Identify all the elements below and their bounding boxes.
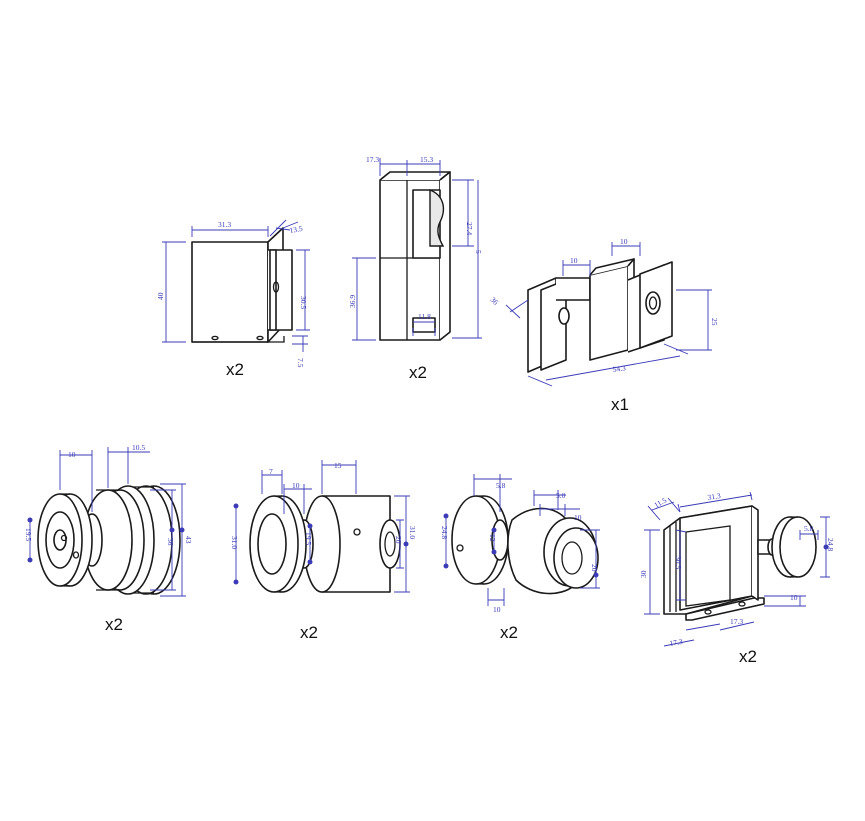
part-7-dim-width: 31.3 xyxy=(707,491,722,502)
part-7-dim-inner: 30.5 xyxy=(674,556,683,569)
part-3-dim-length: 54.3 xyxy=(612,363,626,374)
part-2-vertical-channel: 17.3 15.3 27.4 5 36.9 11.8 x2 xyxy=(348,155,483,382)
part-3-dim-right: 10 xyxy=(620,237,628,246)
part-5-quantity: x2 xyxy=(300,623,318,642)
part-6-dim-neck: 10 xyxy=(493,605,501,614)
part-3-connector-block: 10 10 54.3 25 36 x1 xyxy=(489,237,719,414)
part-1-dim-base: 7.5 xyxy=(296,358,305,368)
part-3-dim-left: 10 xyxy=(570,256,578,265)
part-2-dim-left: 17.3 xyxy=(366,155,379,164)
part-1-square-clamp: 31.3 13.5 40 30.5 7.5 x2 xyxy=(156,219,310,379)
part-3-dim-angle: 36 xyxy=(489,295,501,307)
part-6-dim-neck-dia: 12 xyxy=(488,534,497,542)
part-1-dim-height: 40 xyxy=(156,292,165,300)
part-6-knob-roller: 5.8 5.0 10 24.8 12 10 20 x2 xyxy=(440,474,600,642)
part-4-dim-disc: 10 xyxy=(68,450,76,459)
part-4-quantity: x2 xyxy=(105,615,123,634)
part-6-dim-cap: 10 xyxy=(574,513,582,522)
part-7-dim-corner: 11.5 xyxy=(653,495,669,509)
part-4-roller-disc: 10 10.5 19.5 36 43 x2 xyxy=(24,443,193,634)
part-7-quantity: x2 xyxy=(739,647,757,666)
part-7-dim-roller-dia: 24.8 xyxy=(826,538,835,551)
part-5-dim-flange: 7 xyxy=(269,467,273,476)
part-2-dim-upper: 27.4 xyxy=(465,222,474,235)
part-7-dim-base-a: 17.3 xyxy=(730,617,743,626)
part-2-quantity: x2 xyxy=(409,363,427,382)
part-2-dim-slot: 11.8 xyxy=(418,312,431,321)
part-6-dim-knob: 5.0 xyxy=(556,491,566,500)
part-4-dim-outer: 43 xyxy=(184,536,193,544)
part-5-bushing: 7 15 10 31.0 19.5 20 31.0 x2 xyxy=(230,460,417,642)
part-4-dim-spacer: 10.5 xyxy=(132,443,145,452)
part-2-dim-top: 15.3 xyxy=(420,155,433,164)
part-5-dim-cyl-dia: 31.0 xyxy=(408,526,417,539)
part-5-dim-flange-dia: 31.0 xyxy=(230,536,239,549)
part-1-dim-width: 31.3 xyxy=(218,220,231,229)
part-1-dim-depth: 13.5 xyxy=(289,224,304,235)
part-6-dim-disc: 5.8 xyxy=(496,481,506,490)
part-7-dim-base-b: 17.3 xyxy=(669,637,684,648)
part-2-dim-lower: 36.9 xyxy=(348,295,357,308)
part-5-dim-neck-dia: 19.5 xyxy=(304,532,313,545)
part-1-quantity: x2 xyxy=(226,360,244,379)
part-5-dim-body: 15 xyxy=(334,461,342,470)
part-6-quantity: x2 xyxy=(500,623,518,642)
part-3-quantity: x1 xyxy=(611,395,629,414)
part-6-dim-cap-dia: 20 xyxy=(590,564,599,572)
part-3-dim-height: 25 xyxy=(710,318,719,326)
part-6-dim-disc-dia: 24.8 xyxy=(440,526,449,539)
part-7-dim-height: 30 xyxy=(639,570,648,578)
part-5-dim-bore: 20 xyxy=(394,536,403,544)
part-7-clamp-roller: 11.5 31.3 30.5 30 5.8 24.8 10 17.3 17.3 … xyxy=(639,491,835,666)
part-2-dim-right: 5 xyxy=(474,250,483,254)
part-7-dim-gap: 10 xyxy=(790,593,798,602)
part-4-dim-inner: 36 xyxy=(166,538,175,546)
part-4-dim-hub: 19.5 xyxy=(24,528,33,541)
part-1-dim-side: 30.5 xyxy=(299,296,308,309)
part-5-dim-neck: 10 xyxy=(292,481,300,490)
part-7-dim-roller: 5.8 xyxy=(804,524,814,533)
